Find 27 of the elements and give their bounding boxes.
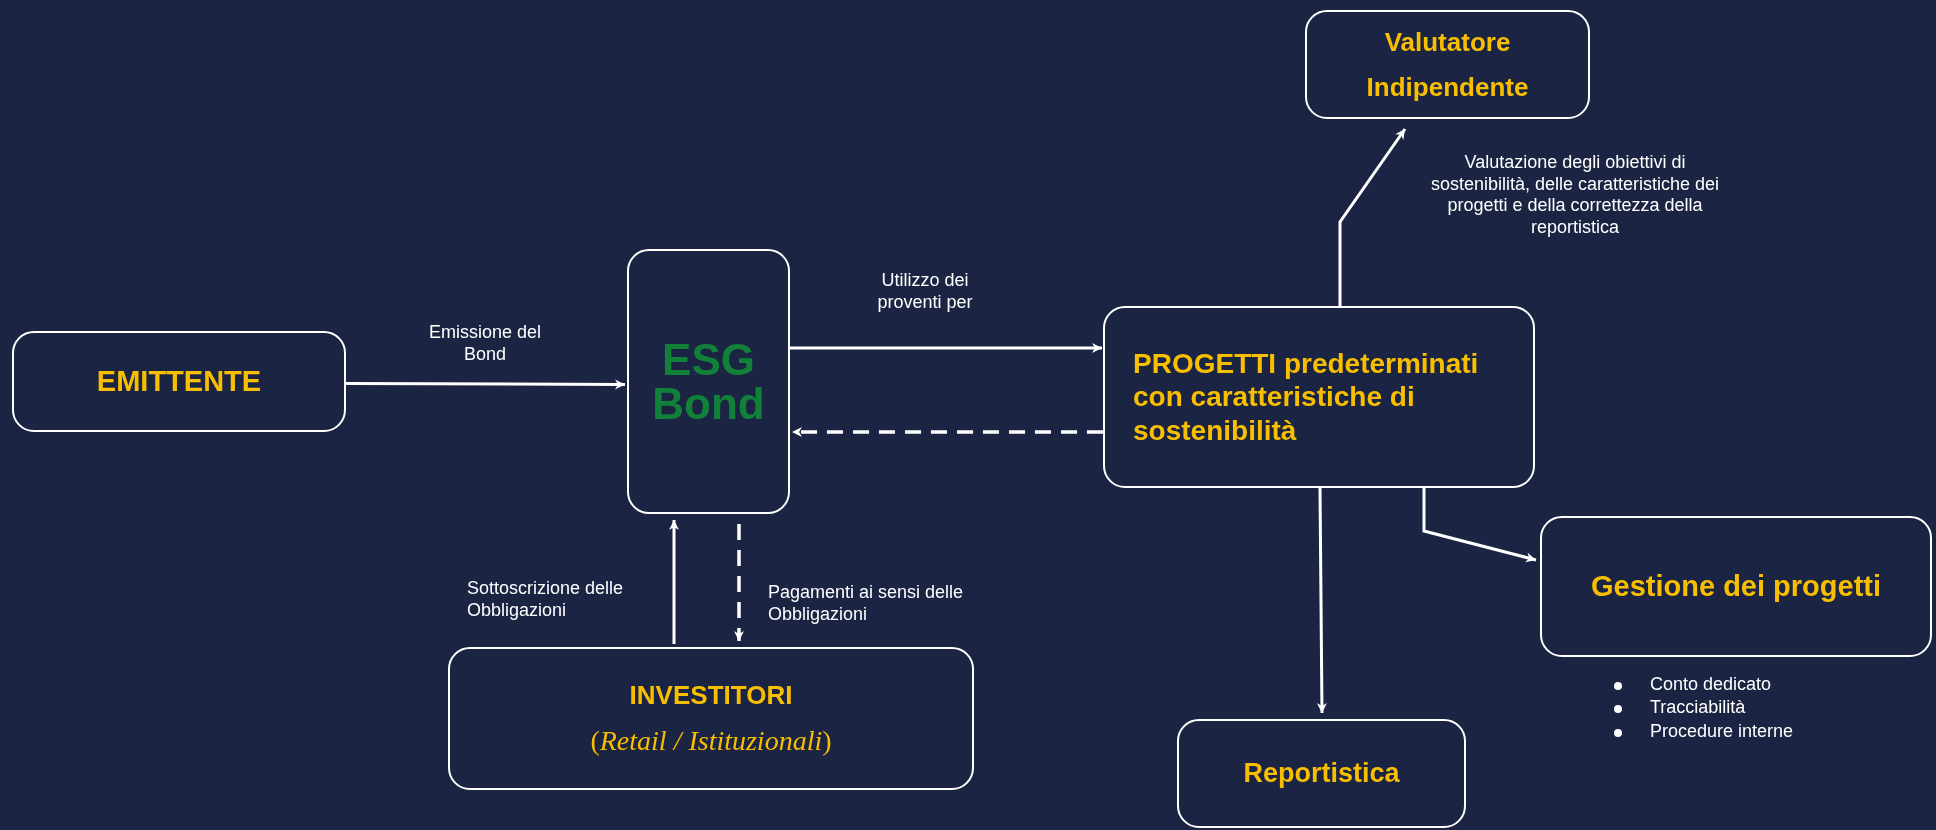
node-title: PROGETTI predeterminati con caratteristiche di sostenibilità	[1133, 346, 1480, 448]
process-box	[1540, 516, 1932, 657]
arrow	[346, 379, 625, 390]
arrow	[1338, 128, 1407, 306]
node-title: INVESTITORI	[629, 678, 793, 712]
arrow	[792, 427, 1103, 437]
bullet-item: Conto dedicato	[1650, 674, 1772, 694]
arrow	[1422, 488, 1537, 563]
process-box	[12, 331, 346, 432]
node-title: ESG Bond	[651, 337, 766, 426]
node-title: Gestione dei progetti	[1591, 569, 1881, 605]
edge-label: Valutazione degli obiettivi di sostenibilità, delle caratteristiche dei progetti e della correttezza della reportistica	[1430, 152, 1720, 239]
bullet-item: Procedure interne	[1650, 720, 1794, 741]
node-title: Valutatore Indipendente	[1365, 26, 1530, 104]
node-title: Reportistica	[1243, 756, 1400, 790]
process-box	[627, 249, 790, 514]
arrow	[669, 520, 679, 644]
node-title: EMITTENTE	[96, 364, 262, 400]
process-box	[448, 647, 974, 790]
arrow	[1316, 488, 1327, 713]
process-box	[1103, 306, 1535, 488]
process-box	[1305, 10, 1590, 119]
node-subtitle: (Retail / Istituzionali)	[590, 724, 832, 759]
arrow	[734, 524, 744, 641]
arrow	[790, 343, 1102, 353]
bullet-item: Tracciabilità	[1650, 697, 1746, 718]
process-box	[1177, 719, 1466, 828]
